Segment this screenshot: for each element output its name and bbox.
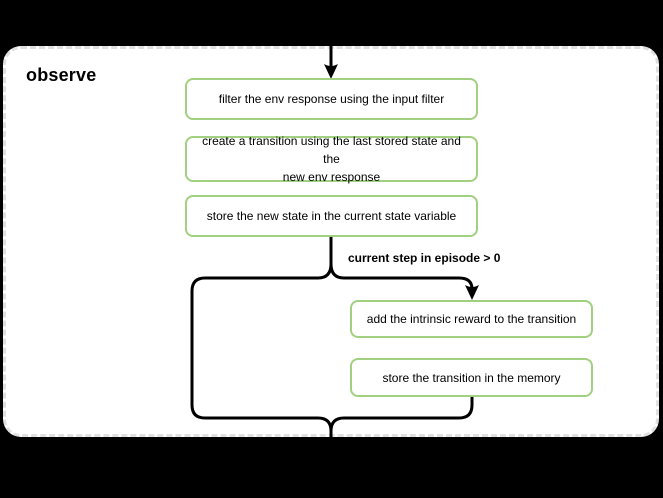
node-store-new-state: store the new state in the current state…: [185, 195, 478, 237]
node-create-transition: create a transition using the last store…: [185, 134, 478, 184]
condition-arrowhead: [465, 285, 479, 300]
branch-right-return-path: [329, 397, 474, 432]
node-store-transition: store the transition in the memory: [350, 358, 593, 397]
condition-label: current step in episode > 0: [348, 251, 501, 265]
diagram-title: observe: [26, 65, 97, 85]
node-add-intrinsic-reward: add the intrinsic reward to the transiti…: [350, 300, 593, 338]
branch-left-path: [190, 263, 333, 440]
branch-right-path: [329, 263, 474, 290]
entry-arrowhead: [324, 64, 338, 79]
node-filter-env-response: filter the env response using the input …: [185, 78, 478, 120]
